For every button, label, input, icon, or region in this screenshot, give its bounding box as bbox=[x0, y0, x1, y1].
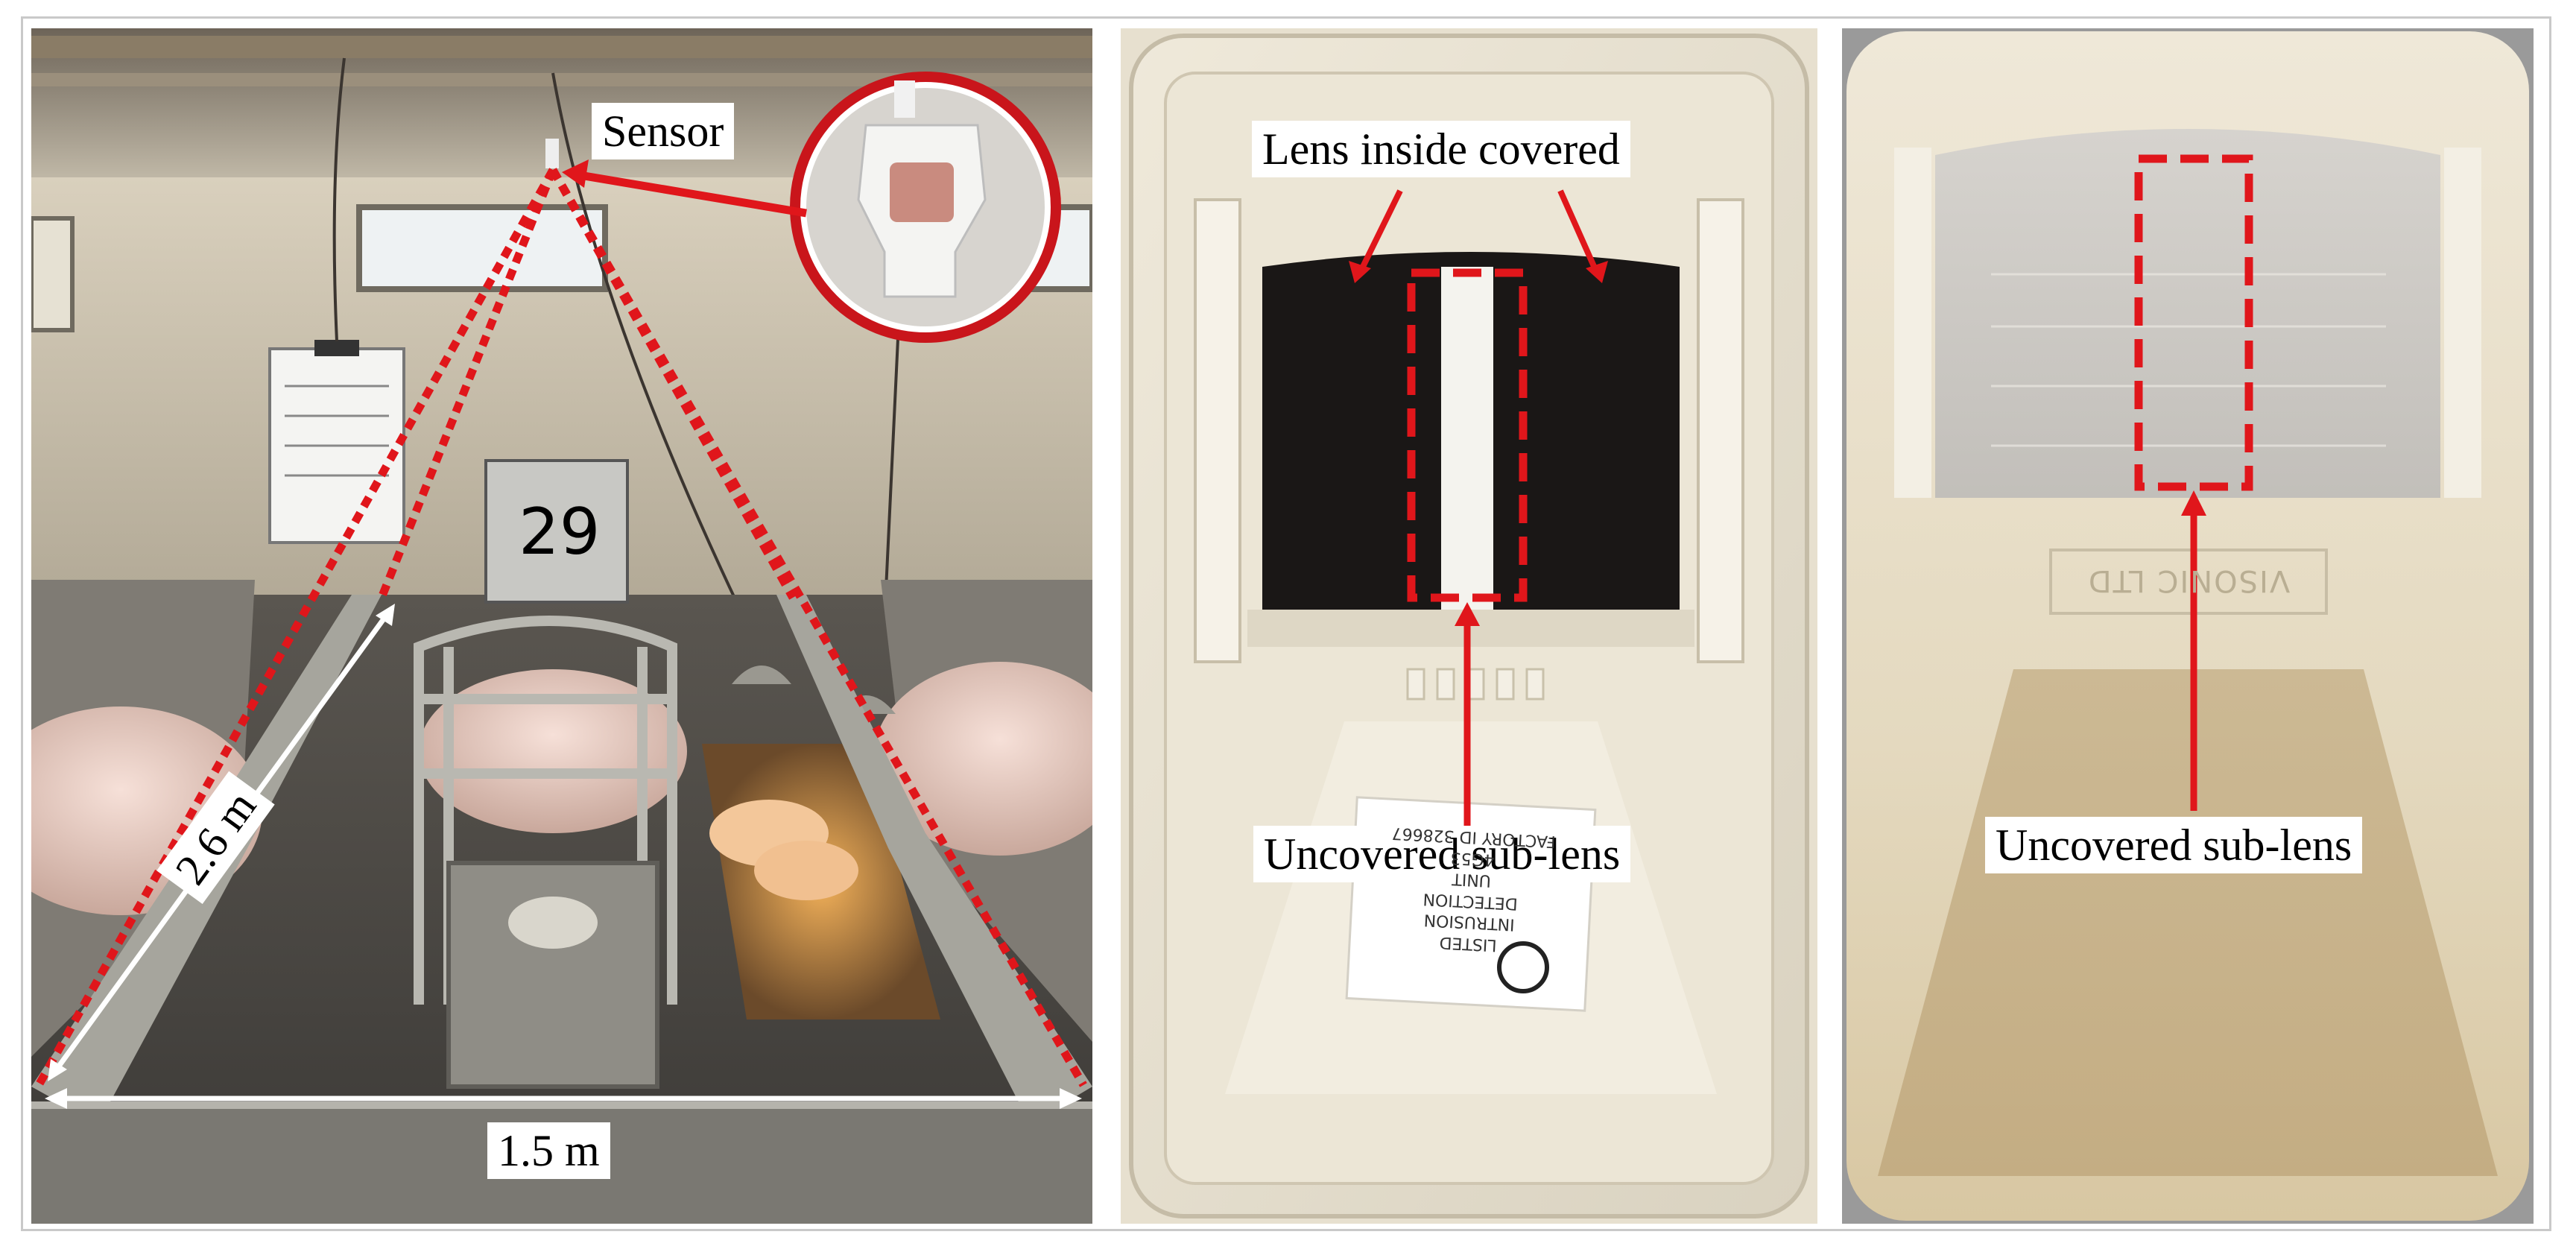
sensor-label: Sensor bbox=[592, 103, 735, 159]
sensor-inside-photo bbox=[1121, 28, 1817, 1224]
farrowing-pen-photo bbox=[31, 28, 1092, 1224]
uncovered-sublens-label-inside: Uncovered sub-lens bbox=[1253, 826, 1631, 882]
panel-sensor-inside: Lens inside covered Uncovered sub-lens L… bbox=[1121, 28, 1817, 1224]
panel-sensor-front: VISONIC LTD Uncovered sub-lens bbox=[1842, 28, 2534, 1224]
panel-farrowing-pen: Sensor 29 2.6 m 1.5 m bbox=[31, 28, 1092, 1224]
brand-mark: VISONIC LTD bbox=[2086, 563, 2291, 598]
width-label: 1.5 m bbox=[487, 1122, 610, 1179]
sensor-front-photo bbox=[1842, 28, 2534, 1224]
uncovered-sublens-label-front: Uncovered sub-lens bbox=[1985, 817, 2363, 873]
lens-covered-label: Lens inside covered bbox=[1252, 121, 1630, 177]
pen-number: 29 bbox=[519, 495, 601, 569]
sticker-text: LISTED INTRUSION DETECTION UNIT 4G53 FAC… bbox=[1371, 821, 1572, 958]
